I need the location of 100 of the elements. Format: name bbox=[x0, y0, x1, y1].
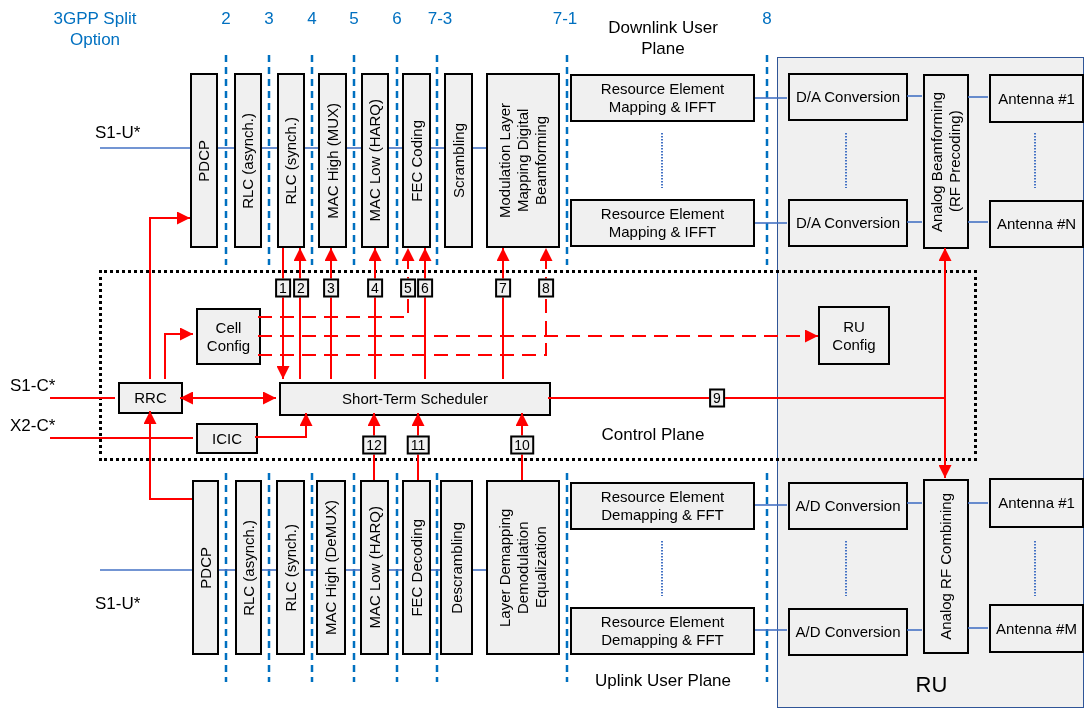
arrow bbox=[324, 247, 338, 380]
edge-label: 4 bbox=[367, 278, 383, 298]
edge-label: 12 bbox=[362, 435, 386, 455]
connector-line bbox=[472, 569, 487, 571]
connector-line bbox=[345, 569, 361, 571]
process-block bbox=[486, 73, 560, 248]
panel-title: RU bbox=[914, 671, 949, 699]
block-label: FEC Coding bbox=[407, 119, 426, 202]
connector-line bbox=[754, 97, 788, 99]
block-label: Antenna #M bbox=[996, 619, 1077, 638]
arrow bbox=[367, 412, 381, 481]
connector-line bbox=[430, 147, 445, 149]
block-label: Resource Element Demapping & FFT bbox=[599, 488, 726, 524]
double-arrow bbox=[179, 391, 277, 405]
interface-label: S1-U* bbox=[95, 593, 141, 615]
block-label: Modulation Layer Mapping Digital Beamforming bbox=[496, 101, 550, 221]
block-label: FEC Decoding bbox=[407, 518, 426, 617]
connector-line bbox=[261, 569, 277, 571]
connector-line bbox=[346, 147, 362, 149]
connector-line bbox=[388, 569, 403, 571]
process-block bbox=[989, 604, 1084, 653]
edge-label: 7 bbox=[495, 278, 511, 298]
process-block bbox=[196, 423, 258, 454]
edge-label: 9 bbox=[709, 388, 725, 408]
block-label: MAC High (MUX) bbox=[323, 102, 342, 219]
connector-line bbox=[99, 147, 191, 149]
process-block bbox=[570, 74, 755, 122]
arrow bbox=[254, 412, 313, 438]
split-option-label: 5 bbox=[348, 8, 360, 29]
connector-line bbox=[754, 222, 788, 224]
edge-label: 3 bbox=[323, 278, 339, 298]
process-block bbox=[277, 73, 305, 248]
connector-line bbox=[218, 569, 236, 571]
connector-line bbox=[967, 502, 989, 504]
process-block bbox=[923, 479, 969, 654]
interface-label: S1-C* bbox=[10, 375, 56, 397]
connector-line bbox=[906, 502, 923, 504]
dashed-arrow bbox=[257, 247, 553, 356]
block-label: RRC bbox=[134, 389, 167, 407]
connector-line bbox=[472, 147, 487, 149]
block-label: RLC (asynch.) bbox=[239, 519, 258, 616]
block-label: MAC Low (HARQ) bbox=[366, 99, 384, 222]
process-block bbox=[190, 73, 218, 248]
plane-label: Uplink User Plane bbox=[593, 670, 733, 691]
block-label: Short-Term Scheduler bbox=[342, 390, 488, 408]
process-block bbox=[788, 482, 908, 530]
connector-line bbox=[967, 96, 989, 98]
block-label: Descrambling bbox=[447, 521, 466, 614]
connector-line bbox=[217, 147, 235, 149]
connector-line bbox=[906, 629, 923, 631]
process-block bbox=[570, 607, 755, 655]
block-label: Antenna #1 bbox=[998, 89, 1075, 108]
arrow bbox=[143, 410, 193, 500]
block-label: RLC (synch.) bbox=[282, 116, 300, 205]
radio-unit-panel bbox=[777, 57, 1084, 708]
arrow bbox=[149, 211, 191, 380]
dashed-arrow bbox=[257, 329, 819, 343]
arrow bbox=[368, 247, 382, 380]
block-label: D/A Conversion bbox=[795, 214, 901, 232]
split-option-label: 4 bbox=[306, 8, 318, 29]
process-block bbox=[570, 482, 755, 530]
arrow bbox=[418, 247, 432, 380]
process-block bbox=[788, 73, 908, 121]
split-option-label: 7-1 bbox=[551, 8, 579, 29]
connector-line bbox=[754, 504, 788, 506]
panel-title: Control Plane bbox=[600, 424, 706, 446]
edge-label: 2 bbox=[293, 278, 309, 298]
process-block bbox=[279, 382, 551, 416]
connector-line bbox=[388, 147, 403, 149]
connector-line bbox=[906, 95, 923, 97]
block-label: A/D Conversion bbox=[795, 497, 901, 515]
process-block bbox=[402, 73, 431, 248]
block-label: Cell Config bbox=[205, 318, 252, 355]
process-block bbox=[318, 73, 347, 248]
process-block bbox=[923, 74, 969, 249]
connector-line bbox=[906, 221, 923, 223]
process-block bbox=[444, 73, 473, 248]
edge-label: 6 bbox=[417, 278, 433, 298]
block-label: ICIC bbox=[212, 429, 242, 448]
interface-label: X2-C* bbox=[10, 415, 56, 437]
process-block bbox=[818, 306, 890, 365]
block-label: Antenna #1 bbox=[998, 494, 1075, 512]
connector-line bbox=[754, 629, 788, 631]
block-label: Layer Demapping Demodulation Equalization bbox=[496, 507, 550, 629]
connector-line bbox=[967, 221, 989, 223]
connector-line bbox=[261, 147, 278, 149]
process-block bbox=[989, 200, 1084, 248]
split-option-label: 8 bbox=[761, 8, 773, 29]
block-label: Analog RF Combining bbox=[937, 493, 955, 640]
process-block bbox=[360, 480, 389, 655]
block-label: RU Config bbox=[831, 317, 877, 354]
block-label: RLC (synch.) bbox=[281, 523, 300, 612]
dashed-arrow bbox=[257, 247, 415, 318]
arrow bbox=[164, 327, 194, 380]
block-label: A/D Conversion bbox=[795, 623, 901, 641]
block-label: Antenna #N bbox=[996, 215, 1077, 233]
block-label: PDCP bbox=[195, 139, 213, 182]
arrow bbox=[515, 412, 529, 481]
block-label: D/A Conversion bbox=[795, 88, 901, 106]
block-label: Resource Element Demapping & FFT bbox=[599, 613, 726, 649]
